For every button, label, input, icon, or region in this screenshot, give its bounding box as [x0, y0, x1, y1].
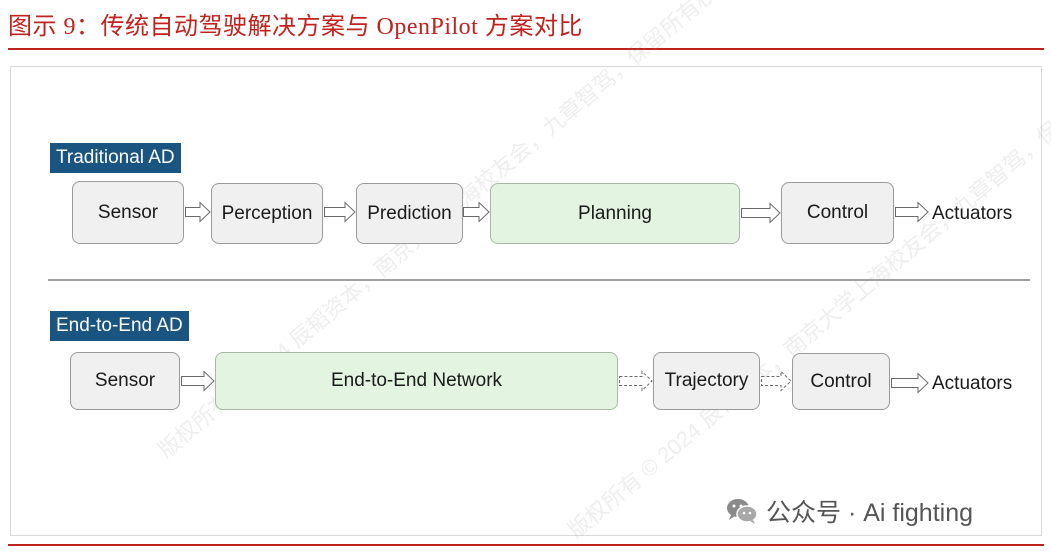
arrow-right-icon	[185, 201, 211, 223]
dashed-arrow-right-icon	[619, 370, 653, 392]
traditional-sensor-node: Sensor	[72, 181, 184, 244]
e2e-network-node: End-to-End Network	[215, 352, 618, 410]
traditional-perception-node: Perception	[211, 183, 323, 244]
diagram-frame	[10, 66, 1042, 536]
figure-title: 图示 9：传统自动驾驶解决方案与 OpenPilot 方案对比	[8, 14, 583, 40]
e2e-control-node: Control	[792, 353, 890, 410]
section-divider	[48, 279, 1030, 281]
e2e-trajectory-node: Trajectory	[653, 352, 760, 410]
bottom-rule	[8, 544, 1044, 546]
traditional-control-node: Control	[781, 182, 894, 244]
traditional-ad-label: Traditional AD	[50, 143, 181, 173]
e2e-actuators-text: Actuators	[932, 373, 1013, 394]
traditional-actuators-text: Actuators	[932, 203, 1013, 224]
title-rule	[8, 48, 1044, 50]
e2e-sensor-node: Sensor	[70, 352, 180, 410]
arrow-right-icon	[324, 201, 356, 223]
traditional-prediction-node: Prediction	[356, 183, 463, 244]
arrow-right-icon	[463, 201, 490, 223]
arrow-right-icon	[741, 202, 781, 224]
traditional-planning-node: Planning	[490, 183, 740, 244]
dashed-arrow-right-icon	[761, 370, 792, 392]
wechat-source-text: 公众号 · Ai fighting	[766, 499, 974, 527]
wechat-icon	[727, 499, 758, 524]
arrow-right-icon	[181, 370, 215, 392]
arrow-right-icon	[891, 372, 929, 394]
end-to-end-ad-label: End-to-End AD	[50, 311, 189, 341]
wechat-source: 公众号 · Ai fighting	[726, 494, 973, 528]
arrow-right-icon	[895, 201, 929, 223]
